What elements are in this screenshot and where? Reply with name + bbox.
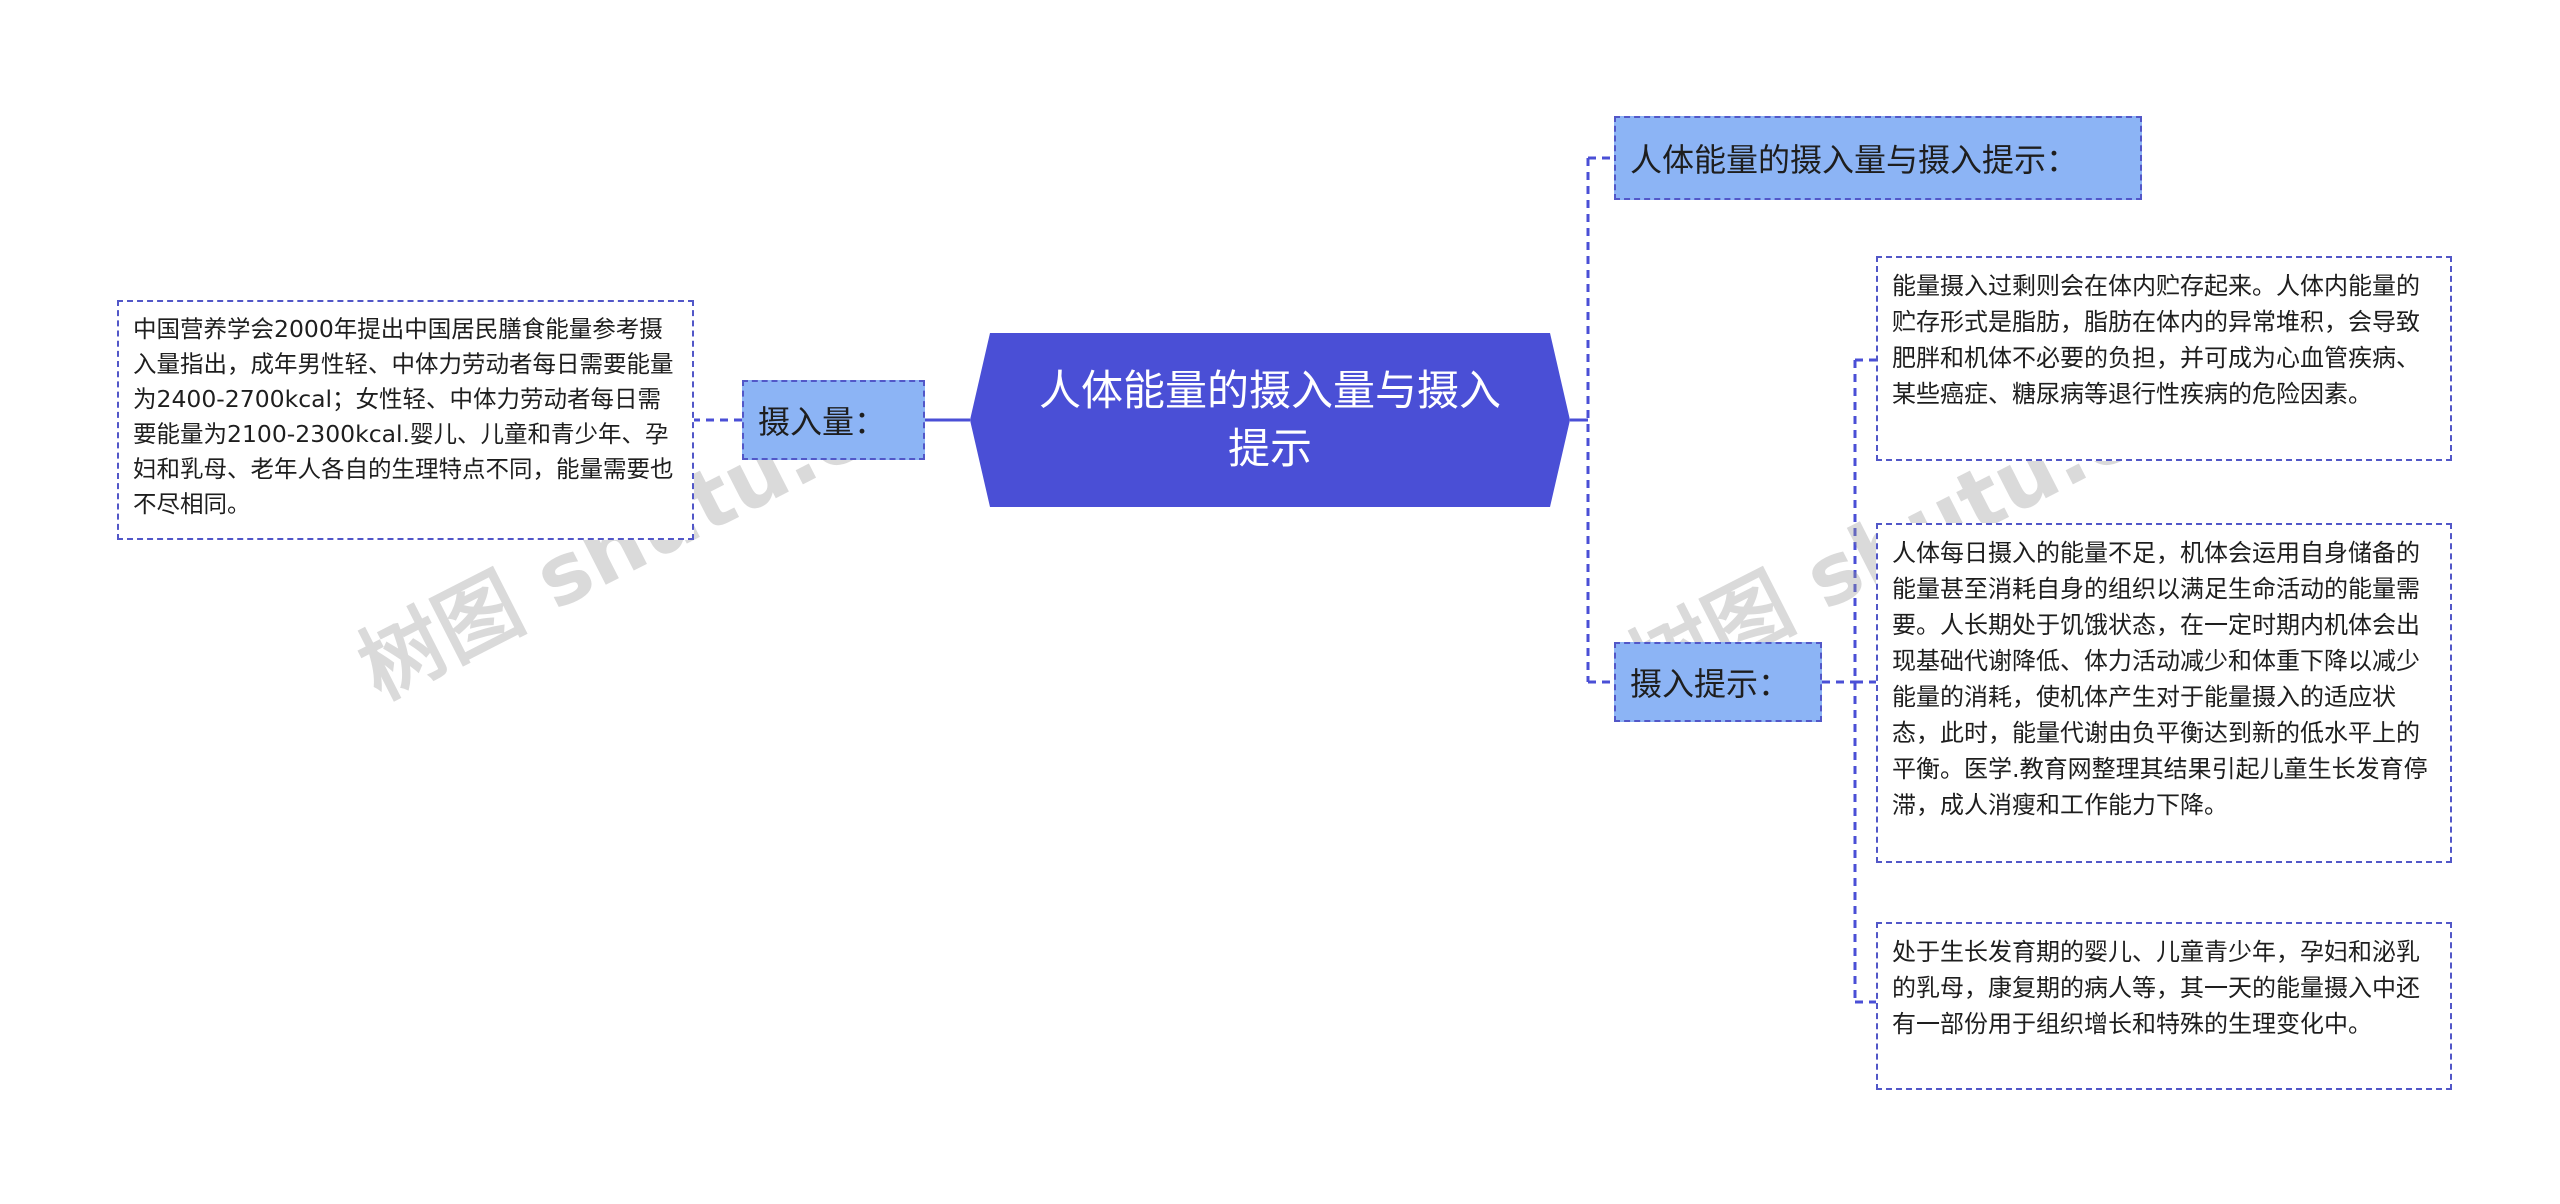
branch-title[interactable]: 人体能量的摄入量与摄入提示：: [1614, 116, 2142, 200]
leaf-tip-deficit-text: 人体每日摄入的能量不足，机体会运用自身储备的能量甚至消耗自身的组织以满足生命活动…: [1892, 539, 2428, 819]
leaf-intake-detail-text: 中国营养学会2000年提出中国居民膳食能量参考摄入量指出，成年男性轻、中体力劳动…: [133, 315, 674, 518]
leaf-intake-detail[interactable]: 中国营养学会2000年提出中国居民膳食能量参考摄入量指出，成年男性轻、中体力劳动…: [117, 300, 694, 540]
root-topic[interactable]: 人体能量的摄入量与摄入提示: [970, 333, 1570, 507]
leaf-tip-excess-text: 能量摄入过剩则会在体内贮存起来。人体内能量的贮存形式是脂肪，脂肪在体内的异常堆积…: [1892, 272, 2420, 408]
branch-tips-label: 摄入提示：: [1630, 665, 1791, 703]
leaf-tip-special-text: 处于生长发育期的婴儿、儿童青少年，孕妇和泌乳的乳母，康复期的病人等，其一天的能量…: [1892, 938, 2420, 1038]
branch-tips[interactable]: 摄入提示：: [1614, 642, 1822, 722]
leaf-tip-special[interactable]: 处于生长发育期的婴儿、儿童青少年，孕妇和泌乳的乳母，康复期的病人等，其一天的能量…: [1876, 922, 2452, 1090]
branch-intake[interactable]: 摄入量：: [742, 380, 925, 460]
branch-title-label: 人体能量的摄入量与摄入提示：: [1630, 141, 2079, 179]
leaf-tip-deficit[interactable]: 人体每日摄入的能量不足，机体会运用自身储备的能量甚至消耗自身的组织以满足生命活动…: [1876, 523, 2452, 863]
root-topic-label: 人体能量的摄入量与摄入提示: [1038, 366, 1501, 473]
branch-intake-label: 摄入量：: [758, 403, 887, 441]
leaf-tip-excess[interactable]: 能量摄入过剩则会在体内贮存起来。人体内能量的贮存形式是脂肪，脂肪在体内的异常堆积…: [1876, 256, 2452, 461]
